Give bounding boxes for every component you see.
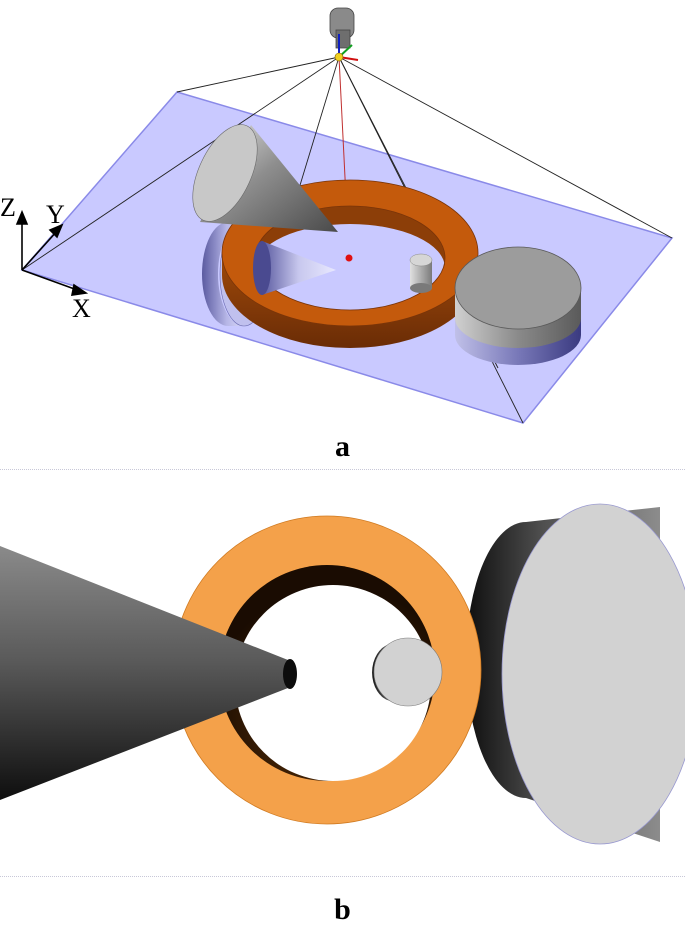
coordinate-axes-icon: [15, 209, 89, 296]
panel-b-scene: [0, 503, 685, 845]
target-point: [345, 254, 353, 262]
separator-line: [0, 876, 685, 877]
axis-label-x: X: [72, 294, 91, 323]
small-post-b: [372, 637, 443, 707]
separator-line: [0, 469, 685, 470]
large-cylinder-b: [466, 503, 685, 845]
axis-label-y: Y: [46, 200, 65, 229]
large-cone: [192, 124, 338, 232]
panel-b-camera-view: b: [0, 470, 685, 931]
panel-a-caption: a: [335, 430, 350, 463]
camera-icon: [329, 7, 359, 62]
small-cone: [253, 241, 336, 295]
panel-a-perspective-view: Z Y X a: [0, 7, 674, 463]
panel-a-scene: Z Y X: [0, 7, 674, 424]
orange-ring-b: [172, 515, 482, 825]
small-post: [409, 253, 433, 293]
panel-b-caption: b: [334, 893, 351, 926]
cone-b: [0, 546, 297, 800]
large-cylinder: [454, 246, 582, 365]
axis-label-z: Z: [0, 193, 16, 222]
